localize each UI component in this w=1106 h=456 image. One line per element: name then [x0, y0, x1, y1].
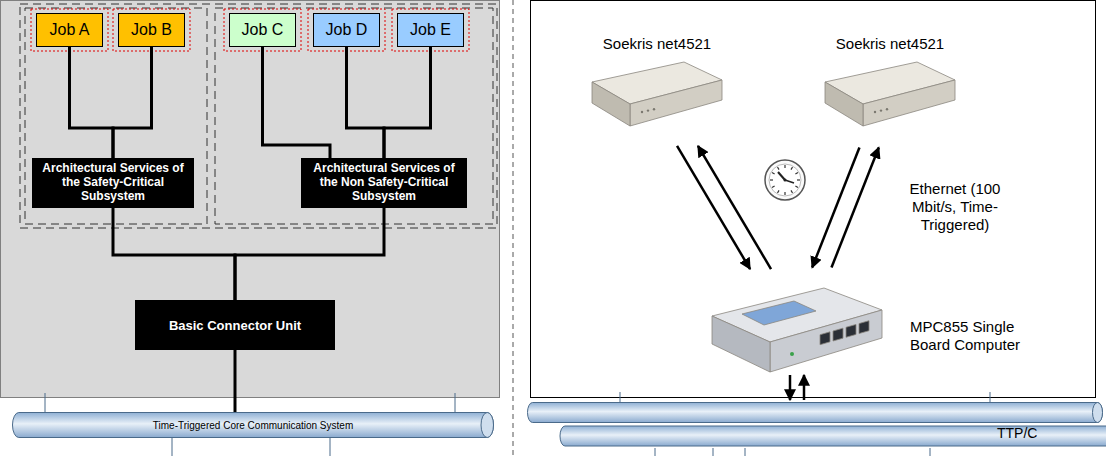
bus-pipe: Time-Triggered Core Communication System — [12, 412, 494, 438]
connector-unit-box: Basic Connector Unit — [135, 300, 335, 350]
led — [641, 111, 643, 113]
led — [653, 108, 655, 110]
dashed-group — [25, 8, 207, 224]
job-box: Job A — [36, 13, 103, 47]
connector — [113, 47, 152, 158]
job-box: Job D — [313, 13, 380, 47]
box-label: Job D — [326, 21, 368, 39]
pipe-end — [481, 413, 494, 438]
connector — [347, 47, 385, 158]
clock-icon — [765, 160, 805, 200]
led — [647, 109, 649, 111]
partition-outline — [31, 9, 469, 51]
node-shape — [825, 62, 955, 127]
connector — [384, 47, 431, 158]
device-box: Soekris net4521 — [592, 62, 722, 127]
computer-sticker — [742, 301, 816, 325]
device-box: Soekris net4521 — [825, 62, 955, 127]
computer-box: MPC855 Single Board Computer — [712, 288, 882, 373]
service-box: Architectural Services of the Non Safety… — [301, 158, 467, 208]
device-label: Soekris net4521 — [592, 35, 722, 52]
connector — [235, 208, 384, 300]
led — [880, 109, 882, 111]
connector — [812, 147, 859, 267]
pipe-end — [1093, 403, 1103, 423]
link-label: Ethernet (100 Mbit/s, Time-Triggered) — [895, 180, 1015, 234]
box-label: Job C — [242, 21, 284, 39]
job-box: Job C — [229, 13, 296, 47]
box-label: Architectural Services of the Non Safety… — [307, 162, 461, 203]
pipe-body — [560, 426, 1106, 446]
computer-front — [770, 310, 882, 372]
connector — [803, 375, 806, 400]
box-label: Architectural Services of the Safety-Cri… — [38, 162, 188, 203]
box-label: Job E — [410, 21, 451, 39]
network-port — [820, 332, 830, 345]
dashed-group — [215, 8, 493, 224]
box-label: TTP/C — [997, 425, 1037, 441]
network-port — [859, 321, 869, 334]
node-shape — [712, 288, 882, 373]
node-shape — [592, 62, 722, 127]
bus-pipe: TTP/C — [527, 402, 1106, 448]
network-port — [833, 328, 843, 341]
connector — [831, 147, 878, 267]
job-box: Job B — [118, 13, 185, 47]
service-box: Architectural Services of the Safety-Cri… — [32, 158, 194, 208]
connector — [263, 47, 331, 158]
pipe-body — [13, 413, 494, 438]
pipe-body — [528, 403, 1103, 423]
device-label: MPC855 Single Board Computer — [910, 318, 1050, 354]
box-label: Job B — [131, 21, 172, 39]
device-front — [630, 80, 722, 126]
box-label: Time-Triggered Core Communication System — [153, 420, 353, 431]
box-label: Job A — [49, 21, 89, 39]
device-front — [863, 80, 955, 126]
connector — [698, 146, 771, 269]
device-label: Soekris net4521 — [825, 35, 955, 52]
computer-side — [712, 316, 770, 372]
box-label: Basic Connector Unit — [169, 318, 301, 333]
led — [886, 108, 888, 110]
connector — [70, 47, 114, 158]
dashed-group — [20, 4, 497, 228]
connector — [677, 146, 750, 269]
network-port — [846, 324, 856, 337]
grey-panel — [1, 1, 500, 398]
device-side — [825, 82, 863, 126]
job-box: Job E — [397, 13, 464, 47]
connector — [113, 208, 235, 300]
connector — [789, 375, 792, 400]
divider — [513, 0, 514, 456]
device-side — [592, 82, 630, 126]
led — [874, 111, 876, 113]
setup-panel — [531, 1, 1096, 398]
connector — [234, 350, 237, 412]
led — [790, 352, 794, 356]
